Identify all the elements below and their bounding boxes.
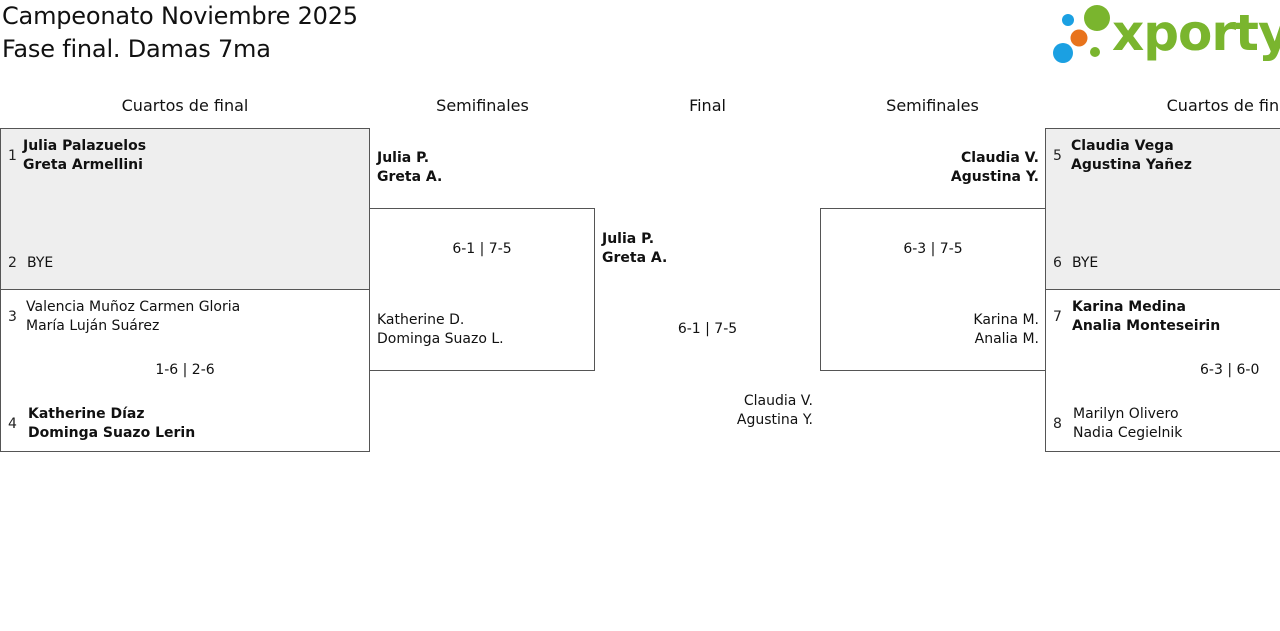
match-score: 1-6 | 2-6 — [155, 362, 215, 378]
team-name: Marilyn Olivero Nadia Cegielnik — [1073, 405, 1182, 443]
player-name: Claudia V. — [743, 393, 813, 409]
match-box-qf2[interactable]: 3 Valencia Muñoz Carmen Gloria María Luj… — [0, 289, 370, 452]
match-box-sf-right[interactable]: 6-3 | 7-5 Karina M. Analia M. — [820, 208, 1046, 371]
player-name: Claudia Vega — [1071, 138, 1174, 154]
player-name: Greta A. — [377, 169, 443, 185]
player-name: Greta A. — [602, 250, 668, 266]
seed-number: 7 — [1053, 309, 1062, 325]
column-header-qf-left: Cuartos de final — [121, 96, 249, 115]
bye-label: BYE — [27, 255, 54, 271]
column-header-final: Final — [689, 96, 726, 115]
match-score: 6-3 | 7-5 — [903, 241, 963, 257]
player-name: Analia M. — [974, 331, 1039, 347]
player-name: Valencia Muñoz Carmen Gloria — [26, 299, 241, 315]
match-score: 6-3 | 6-0 — [1200, 362, 1260, 378]
team-name: Julia Palazuelos Greta Armellini — [23, 137, 146, 175]
team-name: Julia P. Greta A. — [377, 149, 442, 187]
player-name: Julia Palazuelos — [23, 138, 147, 154]
player-name: Dominga Suazo Lerin — [28, 425, 196, 441]
team-name: Claudia V. Agustina Y. — [820, 149, 1039, 187]
player-name: Karina Medina — [1072, 299, 1186, 315]
match-box-qf1[interactable]: 1 Julia Palazuelos Greta Armellini 2 BYE — [0, 128, 370, 290]
team-name: Katherine Díaz Dominga Suazo Lerin — [28, 405, 195, 443]
seed-number: 6 — [1053, 255, 1062, 271]
player-name: Claudia V. — [961, 150, 1039, 166]
xporty-logo: xporty — [1050, 2, 1280, 68]
player-name: Dominga Suazo L. — [377, 331, 504, 347]
match-score: 6-1 | 7-5 — [452, 241, 512, 257]
player-name: Katherine Díaz — [28, 406, 145, 422]
team-name: Claudia V. Agustina Y. — [600, 392, 813, 430]
seed-number: 8 — [1053, 416, 1062, 432]
match-box-qf3[interactable]: 5 Claudia Vega Agustina Yañez 6 BYE — [1045, 128, 1280, 290]
player-name: Agustina Y. — [736, 412, 813, 428]
seed-number: 5 — [1053, 148, 1062, 164]
seed-number: 1 — [8, 148, 17, 164]
final-score: 6-1 | 7-5 — [677, 321, 738, 337]
team-name: Karina Medina Analia Monteseirin — [1072, 298, 1220, 336]
player-name: Greta Armellini — [23, 157, 143, 173]
seed-number: 3 — [8, 309, 17, 325]
team-name: Valencia Muñoz Carmen Gloria María Luján… — [26, 298, 240, 336]
bye-label: BYE — [1072, 255, 1099, 271]
page-subtitle: Fase final. Damas 7ma — [2, 35, 271, 63]
player-name: Karina M. — [973, 312, 1039, 328]
seed-number: 4 — [8, 416, 17, 432]
column-header-qf-right: Cuartos de final — [1166, 96, 1280, 115]
colored-dots-icon — [1053, 5, 1110, 63]
player-name: María Luján Suárez — [26, 318, 160, 334]
team-name: Julia P. Greta A. — [602, 230, 667, 268]
player-name: Julia P. — [602, 231, 655, 247]
match-box-sf-left[interactable]: 6-1 | 7-5 Katherine D. Dominga Suazo L. — [369, 208, 595, 371]
column-header-sf-left: Semifinales — [436, 96, 529, 115]
team-name: Claudia Vega Agustina Yañez — [1071, 137, 1192, 175]
seed-number: 2 — [8, 255, 17, 271]
player-name: Nadia Cegielnik — [1073, 425, 1183, 441]
page-title: Campeonato Noviembre 2025 — [2, 2, 358, 30]
player-name: Analia Monteseirin — [1072, 318, 1221, 334]
team-name: Karina M. Analia M. — [821, 311, 1039, 349]
match-box-qf4[interactable]: 7 Karina Medina Analia Monteseirin 6-3 |… — [1045, 289, 1280, 452]
player-name: Marilyn Olivero — [1073, 406, 1179, 422]
team-name: Katherine D. Dominga Suazo L. — [377, 311, 504, 349]
player-name: Julia P. — [377, 150, 430, 166]
column-header-sf-right: Semifinales — [886, 96, 979, 115]
logo-text: xporty — [1112, 4, 1280, 62]
player-name: Agustina Y. — [950, 169, 1039, 185]
player-name: Katherine D. — [377, 312, 465, 328]
player-name: Agustina Yañez — [1071, 157, 1192, 173]
